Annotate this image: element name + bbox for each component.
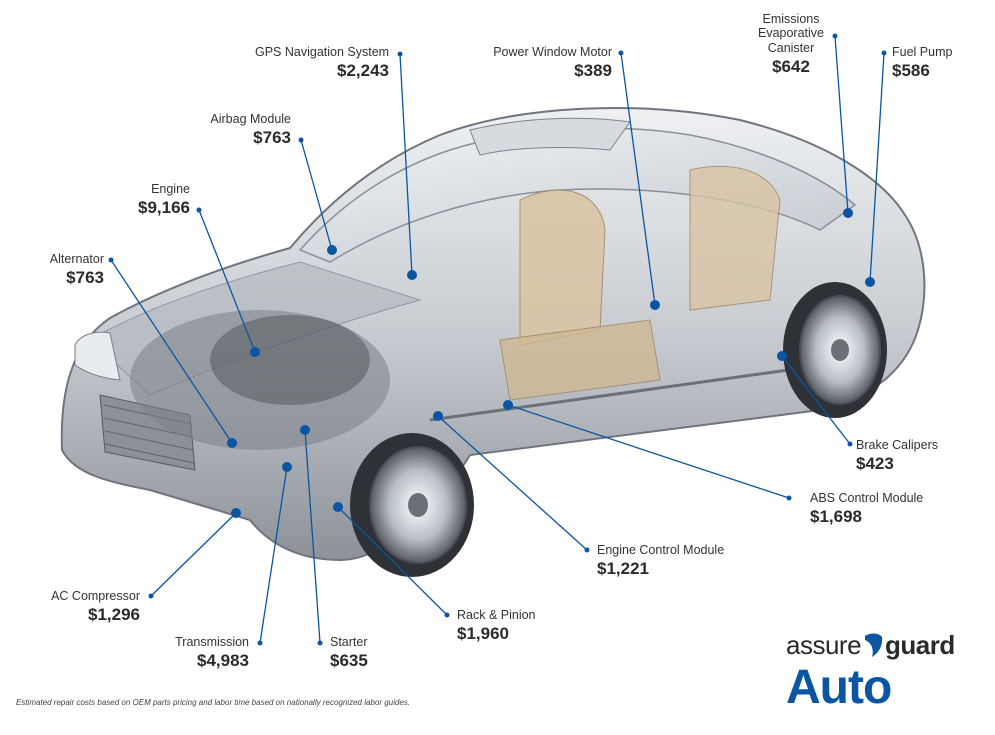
logo-word-guard: guard — [885, 630, 955, 660]
callout-transmission: Transmission $4,983 — [160, 635, 249, 671]
callout-name-line: Emissions — [762, 12, 820, 26]
leader-endpoints — [108, 33, 887, 646]
callout-price: $1,296 — [88, 605, 140, 625]
callout-name: Starter — [330, 635, 368, 649]
callout-price: $4,983 — [197, 651, 249, 671]
callout-brake-calipers: Brake Calipers $423 — [856, 438, 956, 474]
callout-name: Fuel Pump — [892, 45, 953, 59]
car-body — [60, 107, 926, 562]
shield-swoosh-icon — [865, 633, 883, 657]
callout-name: Power Window Motor — [493, 45, 612, 59]
logo-wordmark: assure guard — [786, 630, 955, 661]
callout-gps-navigation: GPS Navigation System $2,243 — [255, 45, 389, 81]
callout-name: Engine Control Module — [597, 543, 725, 557]
callout-price: $642 — [772, 57, 810, 77]
callout-price: $1,698 — [810, 507, 862, 527]
callout-name: GPS Navigation System — [255, 45, 390, 59]
callout-name: Alternator — [49, 252, 104, 266]
callout-engine: Engine $9,166 — [120, 182, 190, 218]
callout-fuel-pump: Fuel Pump $586 — [892, 45, 972, 81]
callout-price: $586 — [892, 61, 930, 81]
callout-price: $423 — [856, 454, 894, 474]
callout-name: Brake Calipers — [856, 438, 938, 452]
callout-price: $2,243 — [337, 61, 389, 81]
callout-emissions-canister: Emissions Evaporative Canister $642 — [752, 12, 830, 77]
callout-power-window-motor: Power Window Motor $389 — [480, 45, 612, 81]
front-wheel — [350, 433, 474, 577]
callout-name: Rack & Pinion — [457, 608, 536, 622]
callout-price: $763 — [66, 268, 104, 288]
callout-starter: Starter $635 — [330, 635, 390, 671]
callout-price: $635 — [330, 651, 368, 671]
callout-airbag-module: Airbag Module $763 — [196, 112, 291, 148]
callout-price: $763 — [253, 128, 291, 148]
callout-name: Engine — [151, 182, 190, 196]
callout-name-line: Canister — [767, 40, 815, 55]
callout-alternator: Alternator $763 — [30, 252, 104, 288]
callout-price: $1,221 — [597, 559, 649, 579]
footnote: Estimated repair costs based on OEM part… — [16, 698, 410, 707]
callout-price: $9,166 — [138, 198, 190, 218]
leader-lines — [110, 35, 885, 644]
callout-price: $389 — [574, 61, 612, 81]
callout-name: Airbag Module — [210, 112, 291, 126]
logo-word-assure: assure — [786, 630, 862, 660]
callout-name: Transmission — [175, 635, 249, 649]
rear-wheel — [783, 282, 887, 418]
callout-price: $1,960 — [457, 624, 509, 644]
logo-word-auto: Auto — [786, 661, 892, 714]
callout-name-line: Evaporative — [757, 26, 824, 41]
assureguard-auto-logo: assure guard Auto — [786, 630, 976, 714]
callout-ac-compressor: AC Compressor $1,296 — [40, 589, 140, 625]
callout-rack-pinion: Rack & Pinion $1,960 — [457, 608, 557, 644]
callout-abs-control-module: ABS Control Module $1,698 — [810, 491, 940, 527]
callout-name: AC Compressor — [51, 589, 140, 603]
callout-name: ABS Control Module — [810, 491, 924, 505]
callout-engine-control-module: Engine Control Module $1,221 — [597, 543, 737, 579]
